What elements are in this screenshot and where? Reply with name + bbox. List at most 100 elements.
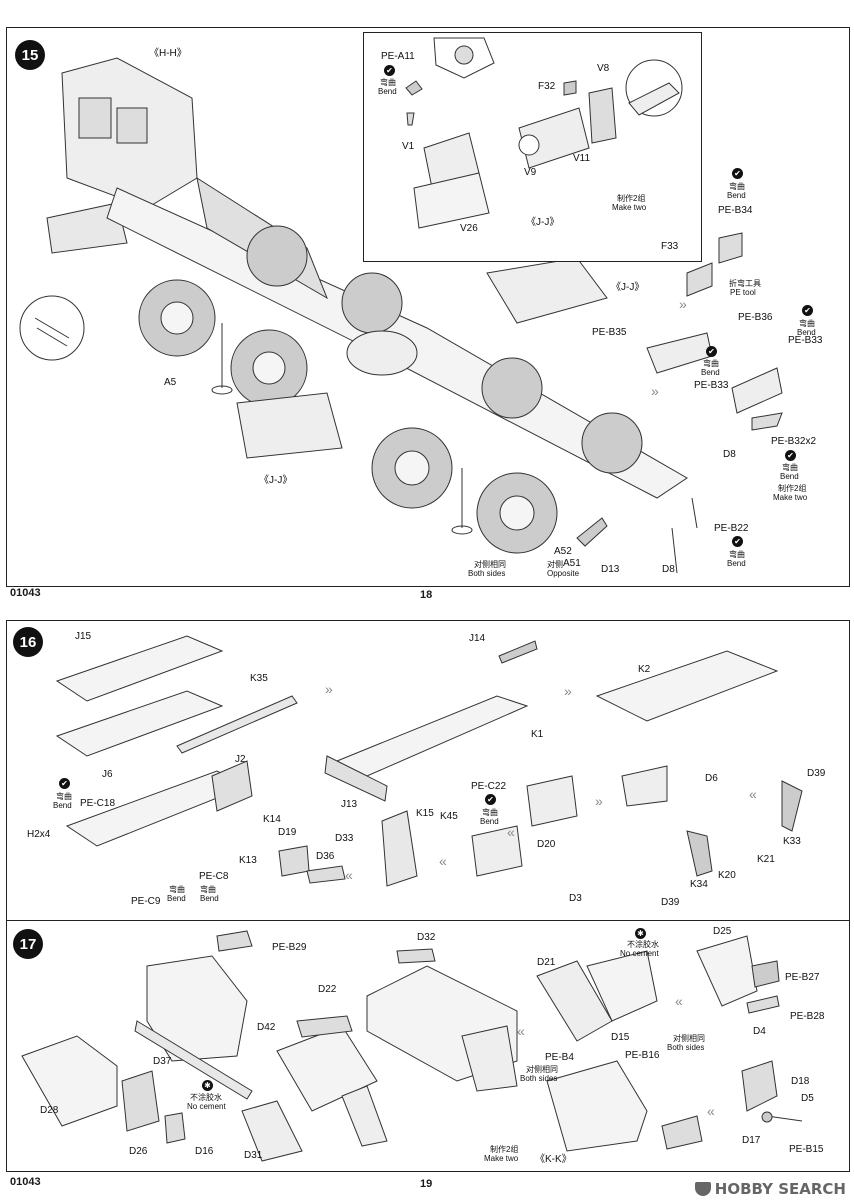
note-no-cement-zh: 不涂胶水 <box>627 940 659 949</box>
note-no-cement-en: No cement <box>620 949 659 958</box>
part-label-d18: D18 <box>791 1076 810 1087</box>
note-both-sides-en: Both sides <box>520 1074 558 1083</box>
part-label-pe-b34: PE-B34 <box>718 205 753 216</box>
part-label-pe-b29: PE-B29 <box>272 942 307 953</box>
page-number: 18 <box>420 589 433 601</box>
bend-icon: ✔ <box>485 794 496 805</box>
view-label-jj-right: 《J-J》 <box>611 282 645 293</box>
part-label-k21: K21 <box>757 854 775 865</box>
part-label-k20: K20 <box>718 870 736 881</box>
note-both-sides-zh: 对侧相同 <box>526 1065 558 1074</box>
part-label-d39: D39 <box>661 897 680 908</box>
note-bend-en: Bend <box>53 801 72 810</box>
truck-chassis-illustration <box>19 57 783 574</box>
no-cement-icon: ✱ <box>635 928 646 939</box>
part-label-d4: D4 <box>753 1026 766 1037</box>
part-label-v26: V26 <box>460 223 478 234</box>
part-label-a52: A52 <box>554 546 572 557</box>
page-code: 01043 <box>10 1176 41 1188</box>
note-no-cement-zh: 不涂胶水 <box>190 1093 222 1102</box>
part-label-k45: K45 <box>440 811 458 822</box>
part-label-pe-b22: PE-B22 <box>714 523 749 534</box>
part-label-v1: V1 <box>402 141 415 152</box>
note-bend-zh: 弯曲 <box>799 319 815 328</box>
part-label-h2x4: H2x4 <box>27 829 51 840</box>
part-label-d6: D6 <box>705 773 718 784</box>
part-label-k33: K33 <box>783 836 801 847</box>
note-bend-en: Bend <box>727 559 746 568</box>
part-label-pe-c18: PE-C18 <box>80 798 116 809</box>
no-cement-icon: ✱ <box>202 1080 213 1091</box>
part-label-d42: D42 <box>257 1022 276 1033</box>
direction-arrow-icon: » <box>595 793 603 809</box>
note-opposite-zh: 对侧 <box>547 560 563 569</box>
bend-icon: ✔ <box>706 346 717 357</box>
part-label-d36: D36 <box>316 851 335 862</box>
note-bend-en: Bend <box>200 894 219 903</box>
bend-icon: ✔ <box>732 168 743 179</box>
part-label-pe-b15: PE-B15 <box>789 1144 824 1155</box>
part-label-d21: D21 <box>537 957 556 968</box>
direction-arrow-icon: « <box>707 1103 715 1119</box>
note-bend-zh: 弯曲 <box>380 78 396 87</box>
note-no-cement-en: No cement <box>187 1102 226 1111</box>
note-bend-en: Bend <box>797 328 816 337</box>
fuel-tank-detail-illustration <box>405 37 683 229</box>
part-label-pe-c8: PE-C8 <box>199 871 229 882</box>
note-bend-zh: 弯曲 <box>703 359 719 368</box>
hobby-search-watermark: HOBBY SEARCH <box>694 1180 846 1198</box>
step-number-badge: 16 <box>13 627 43 657</box>
part-label-d32: D32 <box>417 932 436 943</box>
part-label-j6: J6 <box>102 769 113 780</box>
part-label-pe-c9: PE-C9 <box>131 896 161 907</box>
direction-arrow-icon: » <box>651 383 659 399</box>
part-label-d15: D15 <box>611 1032 630 1043</box>
part-label-d26: D26 <box>129 1146 148 1157</box>
part-label-d25: D25 <box>713 926 732 937</box>
view-label-jj-left: 《J-J》 <box>259 475 293 486</box>
view-label-kk: 《K-K》 <box>535 1154 572 1165</box>
note-pe-tool-zh: 折弯工具 <box>729 279 761 288</box>
bend-icon: ✔ <box>384 65 395 76</box>
note-both-sides-zh: 对侧相同 <box>673 1034 705 1043</box>
note-bend-en: Bend <box>701 368 720 377</box>
step-number-badge: 17 <box>13 929 43 959</box>
part-label-pe-b32x2: PE-B32x2 <box>771 436 817 447</box>
note-make-two-en: Make two <box>612 203 647 212</box>
part-label-a51: A51 <box>563 558 581 569</box>
part-label-pe-b4: PE-B4 <box>545 1052 574 1063</box>
step-17-panel: 17 PE-B29 D42 D37 D2 <box>6 920 850 1172</box>
bend-icon: ✔ <box>785 450 796 461</box>
part-label-d22: D22 <box>318 984 337 995</box>
note-bend-zh: 弯曲 <box>782 463 798 472</box>
note-make-two-zh: 制作2组 <box>490 1145 519 1154</box>
rear-frame-illustration <box>55 635 803 887</box>
storage-box-illustration <box>21 930 803 1162</box>
note-bend-zh: 弯曲 <box>729 550 745 559</box>
hobby-search-logo-icon <box>694 1182 711 1196</box>
view-label-jj: 《J-J》 <box>526 217 560 228</box>
part-label-pe-b27: PE-B27 <box>785 972 820 983</box>
part-label-j2: J2 <box>235 754 246 765</box>
bend-icon: ✔ <box>732 536 743 547</box>
note-make-two-zh: 制作2组 <box>778 484 807 493</box>
page-code: 01043 <box>10 587 41 599</box>
note-both-sides-zh: 对侧相同 <box>474 560 506 569</box>
part-label-d3: D3 <box>569 893 582 904</box>
part-label-pe-b33: PE-B33 <box>694 380 729 391</box>
note-make-two-zh: 制作2组 <box>617 194 646 203</box>
part-label-k1: K1 <box>531 729 544 740</box>
note-bend-zh: 弯曲 <box>200 885 216 894</box>
page-number: 19 <box>420 1178 433 1190</box>
note-bend-zh: 弯曲 <box>56 792 72 801</box>
note-bend-zh: 弯曲 <box>482 808 498 817</box>
part-label-v11: V11 <box>573 153 591 164</box>
part-label-pe-b36: PE-B36 <box>738 312 773 323</box>
step-number-badge: 15 <box>15 40 45 70</box>
step-16-panel: 16 J15 K35 J6 J14 K2 J2 ✔ 弯曲 Bend PE-C18 <box>6 620 850 922</box>
note-pe-tool-en: PE tool <box>730 288 756 297</box>
watermark-text: HOBBY SEARCH <box>714 1180 846 1198</box>
part-label-d28: D28 <box>40 1105 59 1116</box>
note-bend-en: Bend <box>780 472 799 481</box>
part-label-d37: D37 <box>153 1056 172 1067</box>
